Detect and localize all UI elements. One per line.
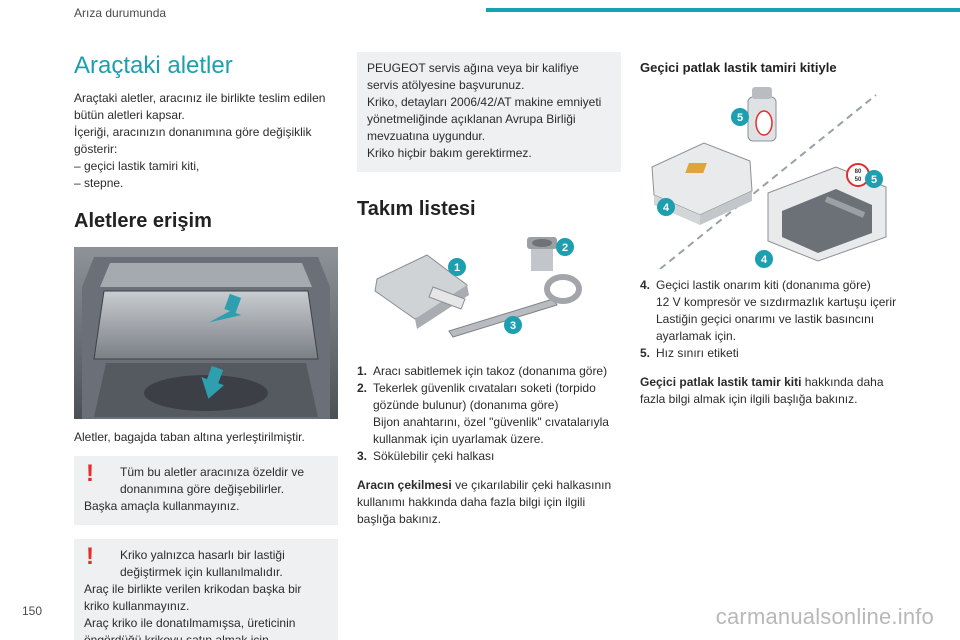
page-title: Araçtaki aletler bbox=[74, 52, 233, 79]
header-accent-bar bbox=[486, 8, 960, 12]
section-title: Arıza durumunda bbox=[74, 6, 167, 20]
callout-5 bbox=[865, 170, 883, 188]
callout-5-label: 5 bbox=[737, 112, 743, 124]
kit-illustration: 80 50 5 5 4 4 bbox=[651, 87, 887, 270]
info-paragraph: Kriko hiçbir bakım gerektirmez. bbox=[367, 146, 532, 160]
warning-text: Kriko yalnızca hasarlı bir lastiği değiş… bbox=[120, 548, 285, 579]
warning-text: Araç kriko ile donatılmamışsa, üreticini… bbox=[84, 616, 296, 640]
list-item: 12 V kompresör ve sızdırmazlık kartuşu i… bbox=[656, 295, 897, 309]
callout-1 bbox=[448, 258, 466, 276]
kit-heading: Geçici patlak lastik tamiri kitiyle bbox=[640, 60, 837, 75]
tools-illustration: 1 2 3 bbox=[374, 237, 582, 338]
list-item: 2.Tekerlek güvenlik cıvataları soketi (t… bbox=[357, 381, 596, 412]
contents-list-item: – geçici lastik tamiri kiti, bbox=[74, 159, 200, 173]
warning-text: Tüm bu aletler aracınıza özeldir ve dona… bbox=[120, 465, 305, 496]
towing-paragraph: Aracın çekilmesi ve çıkarılabilir çeki h… bbox=[357, 477, 621, 528]
callout-3-label: 3 bbox=[510, 320, 516, 332]
trunk-illustration bbox=[74, 247, 338, 419]
towing-bold: Aracın çekilmesi bbox=[357, 478, 452, 492]
kit-more-rest: hakkında daha fazla bilgi almak için ilg… bbox=[640, 375, 884, 406]
list-item: 4.Geçici lastik onarım kiti (donanıma gö… bbox=[640, 278, 871, 292]
column-left: Araçtaki aletler Araçtaki aletler, aracı… bbox=[74, 52, 338, 640]
intro-paragraph-2: İçeriği, aracınızın donanımına göre deği… bbox=[74, 125, 312, 156]
kit-more-bold: Geçici patlak lastik tamir kiti bbox=[640, 375, 802, 389]
callout-2-label: 2 bbox=[562, 242, 568, 254]
page-number: 150 bbox=[22, 604, 43, 618]
watermark: carmanualsonline.info bbox=[715, 604, 934, 629]
tools-figure: 1 2 3 bbox=[357, 235, 621, 351]
column-right: Geçici patlak lastik tamiri kitiyle 80 5… bbox=[640, 52, 904, 408]
towing-rest: ve çıkarılabilir çeki halkasının kullanı… bbox=[357, 478, 612, 526]
list-item: 1.Aracı sabitlemek için takoz (donanıma … bbox=[357, 364, 608, 378]
page-header: Arıza durumunda bbox=[0, 0, 960, 36]
trunk-photo bbox=[74, 247, 338, 419]
callout-1-label: 1 bbox=[454, 262, 460, 274]
warning-text: Başka amaçla kullanmayınız. bbox=[84, 499, 240, 513]
section-heading-tools: Takım listesi bbox=[357, 198, 476, 220]
kit-figure: 80 50 5 5 4 4 bbox=[640, 83, 904, 270]
column-middle: PEUGEOT servis ağına veya bir kalifiye s… bbox=[357, 52, 621, 528]
callout-2 bbox=[556, 238, 574, 256]
callout-5-label: 5 bbox=[871, 174, 877, 186]
info-paragraph: Kriko, detayları 2006/42/AT makine emniy… bbox=[367, 95, 602, 143]
list-item: Lastiğin geçici onarımı ve lastik basınc… bbox=[656, 312, 875, 343]
warning-icon: ! bbox=[86, 460, 94, 487]
warning-box-1: ! Tüm bu aletler aracınıza özeldir ve do… bbox=[74, 456, 338, 525]
photo-caption: Aletler, bagajda taban altına yerleştiri… bbox=[74, 430, 305, 444]
callout-4-label: 4 bbox=[761, 254, 768, 266]
section-heading-access: Aletlere erişim bbox=[74, 210, 212, 232]
callout-5 bbox=[731, 108, 749, 126]
tools-list: 1.Aracı sabitlemek için takoz (donanıma … bbox=[357, 363, 621, 465]
warning-box-2: ! Kriko yalnızca hasarlı bir lastiği değ… bbox=[74, 539, 338, 640]
speed-label-value: 50 bbox=[855, 177, 862, 183]
callout-4-label: 4 bbox=[663, 202, 670, 214]
kit-more-paragraph: Geçici patlak lastik tamir kiti hakkında… bbox=[640, 374, 904, 408]
list-item: 3.Sökülebilir çeki halkası bbox=[357, 449, 495, 463]
kit-list: 4.Geçici lastik onarım kiti (donanıma gö… bbox=[640, 277, 904, 362]
callout-4 bbox=[657, 198, 675, 216]
callout-4 bbox=[755, 250, 773, 268]
speed-label-value: 80 bbox=[855, 169, 862, 175]
contents-list-item: – stepne. bbox=[74, 176, 124, 190]
info-paragraph: PEUGEOT servis ağına veya bir kalifiye s… bbox=[367, 61, 579, 92]
callout-3 bbox=[504, 316, 522, 334]
intro-paragraph-1: Araçtaki aletler, aracınız ile birlikte … bbox=[74, 91, 326, 122]
warning-icon: ! bbox=[86, 543, 94, 570]
list-item: 5.Hız sınırı etiketi bbox=[640, 346, 739, 360]
list-item: Bijon anahtarını, özel "güvenlik" cıvata… bbox=[373, 415, 609, 446]
info-panel: PEUGEOT servis ağına veya bir kalifiye s… bbox=[357, 52, 621, 172]
warning-text: Araç ile birlikte verilen krikodan başka… bbox=[84, 582, 302, 613]
